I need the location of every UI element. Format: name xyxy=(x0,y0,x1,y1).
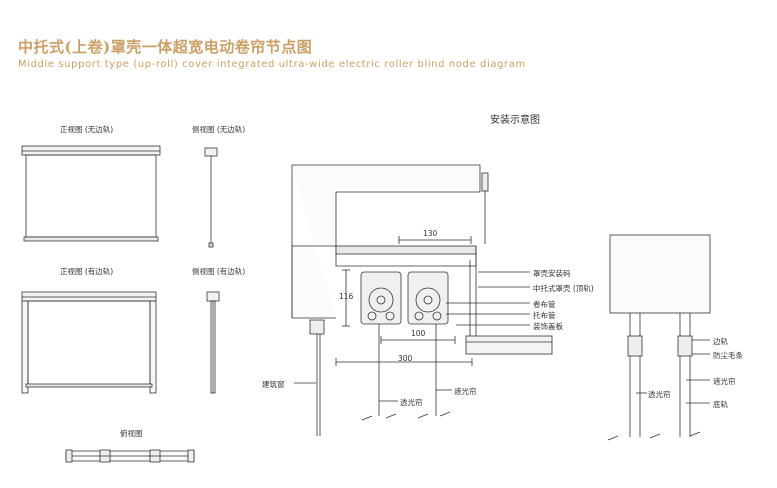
dim-116: 116 xyxy=(339,292,354,301)
top-view xyxy=(65,449,195,463)
page-subtitle: Middle support type (up-roll) cover inte… xyxy=(18,59,526,70)
label-shade-c: 遮光帘 xyxy=(713,377,736,386)
install-title: 安装示意图 xyxy=(490,115,540,126)
label-side-with-rail: 侧视图 (有边轨) xyxy=(192,267,246,276)
label-top-view: 俯视图 xyxy=(120,429,143,438)
label-roll-tube: 卷布管 xyxy=(533,300,556,309)
install-diagram xyxy=(291,164,553,436)
front-view-with-rail xyxy=(21,291,157,394)
label-shade-b: 遮光帘 xyxy=(454,387,477,396)
label-side-rail: 边轨 xyxy=(713,337,728,346)
label-front-with-rail: 正视图 (有边轨) xyxy=(60,267,114,276)
label-deco-plate: 装饰盖板 xyxy=(533,322,563,331)
side-view-no-rail xyxy=(204,147,218,248)
dim-300: 300 xyxy=(398,354,413,363)
page-title: 中托式(上卷)罩壳一体超宽电动卷帘节点图 xyxy=(18,38,313,56)
dim-100: 100 xyxy=(411,329,426,338)
label-support-tube: 托布管 xyxy=(533,311,556,320)
label-bottom-rail: 底轨 xyxy=(713,400,728,409)
label-brush: 防尘毛条 xyxy=(713,351,743,360)
dim-130: 130 xyxy=(423,229,438,238)
label-shade-a: 透光帘 xyxy=(400,398,423,407)
front-view-no-rail xyxy=(21,145,161,242)
side-view-with-rail xyxy=(206,291,220,394)
side-rail-detail xyxy=(607,234,711,441)
label-window: 建筑窗 xyxy=(262,380,285,389)
label-shade-d: 透光帘 xyxy=(648,390,671,399)
label-side-no-rail: 侧视图 (无边轨) xyxy=(192,125,246,134)
label-middle-cover: 中托式罩壳 (顶轨) xyxy=(533,284,594,293)
label-front-no-rail: 正视图 (无边轨) xyxy=(60,125,114,134)
label-cover-code: 罩壳安装码 xyxy=(533,269,571,278)
